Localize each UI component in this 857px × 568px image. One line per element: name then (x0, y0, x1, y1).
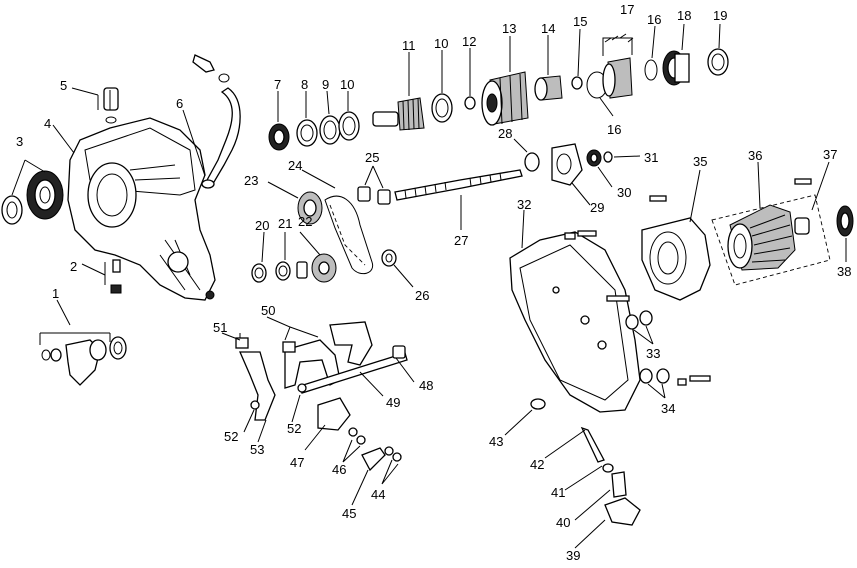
callout-47: 47 (290, 455, 304, 470)
callout-48: 48 (419, 378, 433, 393)
callout-16-upper: 16 (647, 12, 661, 27)
callout-8: 8 (301, 77, 308, 92)
front-output-seal-and-ring (1, 170, 64, 225)
callout-34: 34 (661, 401, 675, 416)
front-bearing-retainer (524, 143, 613, 186)
callout-26: 26 (415, 288, 429, 303)
callout-33: 33 (646, 346, 660, 361)
callout-16-lower: 16 (607, 122, 621, 137)
callout-5: 5 (60, 78, 67, 93)
drive-sprocket-and-chain (297, 191, 374, 275)
mainshaft (394, 169, 523, 201)
callout-7: 7 (274, 77, 281, 92)
rear-retainer-housing (641, 217, 711, 301)
callout-42: 42 (530, 457, 544, 472)
callout-23: 23 (244, 173, 258, 188)
vent-tube (192, 54, 241, 189)
extension-housing (711, 194, 854, 286)
fill-plug-bolt (110, 259, 122, 294)
callout-10-upper: 10 (434, 36, 448, 51)
callout-24: 24 (288, 158, 302, 173)
callout-30: 30 (617, 185, 631, 200)
callout-4: 4 (44, 116, 51, 131)
callout-50: 50 (261, 303, 275, 318)
input-gear (372, 97, 425, 131)
callout-52-right: 52 (287, 421, 301, 436)
callout-28: 28 (498, 126, 512, 141)
callout-27: 27 (454, 233, 468, 248)
front-yoke-assembly (41, 336, 127, 386)
callout-40: 40 (556, 515, 570, 530)
sliding-clutch-hub (586, 33, 634, 99)
annulus-gear-and-ring (534, 75, 583, 101)
callout-39: 39 (566, 548, 580, 563)
callout-45: 45 (342, 506, 356, 521)
callout-46: 46 (332, 462, 346, 477)
callout-2: 2 (70, 259, 77, 274)
callout-12: 12 (462, 34, 476, 49)
callout-44: 44 (371, 487, 385, 502)
vent-assembly (103, 87, 119, 124)
callout-35: 35 (693, 154, 707, 169)
callout-14: 14 (541, 21, 555, 36)
callout-43: 43 (489, 434, 503, 449)
callout-11: 11 (402, 38, 416, 53)
callout-52-left: 52 (224, 429, 238, 444)
rear-case-half (509, 231, 641, 413)
planetary-carrier (481, 71, 529, 126)
dowel-and-washers (625, 310, 670, 384)
callout-31: 31 (644, 150, 658, 165)
callout-19: 19 (713, 8, 727, 23)
callout-10-lower: 10 (340, 77, 354, 92)
callout-18: 18 (677, 8, 691, 23)
callout-41: 41 (551, 485, 565, 500)
callout-53: 53 (250, 442, 264, 457)
callout-22: 22 (298, 214, 312, 229)
callout-3: 3 (16, 134, 23, 149)
callout-1: 1 (52, 286, 59, 301)
shift-fork-assembly (235, 321, 408, 472)
input-bearing-and-rings (268, 111, 360, 151)
callout-49: 49 (386, 395, 400, 410)
callout-20: 20 (255, 218, 269, 233)
callout-29: 29 (590, 200, 604, 215)
callout-38: 38 (837, 264, 851, 279)
callout-6: 6 (176, 96, 183, 111)
shift-lever-linkage (530, 398, 641, 526)
output-bearings (644, 48, 729, 86)
case-bolts (564, 178, 812, 386)
callout-37: 37 (823, 147, 837, 162)
callout-15: 15 (573, 14, 587, 29)
mainshaft-bearing (381, 249, 397, 267)
callout-51: 51 (213, 320, 227, 335)
callout-17: 17 (620, 2, 634, 17)
leader-lines (11, 23, 847, 549)
front-case-half (67, 117, 216, 301)
callout-25: 25 (365, 150, 379, 165)
gasket-and-spacer (431, 93, 476, 123)
callout-13: 13 (502, 21, 516, 36)
mainshaft-spacers (357, 186, 391, 205)
callout-9: 9 (322, 77, 329, 92)
callout-labels: 1 2 3 4 5 6 7 8 9 10 10 11 12 13 14 15 1… (16, 2, 851, 563)
callout-32: 32 (517, 197, 531, 212)
callout-21: 21 (278, 216, 292, 231)
callout-36: 36 (748, 148, 762, 163)
rear-output-rings-and-gear (251, 253, 337, 283)
